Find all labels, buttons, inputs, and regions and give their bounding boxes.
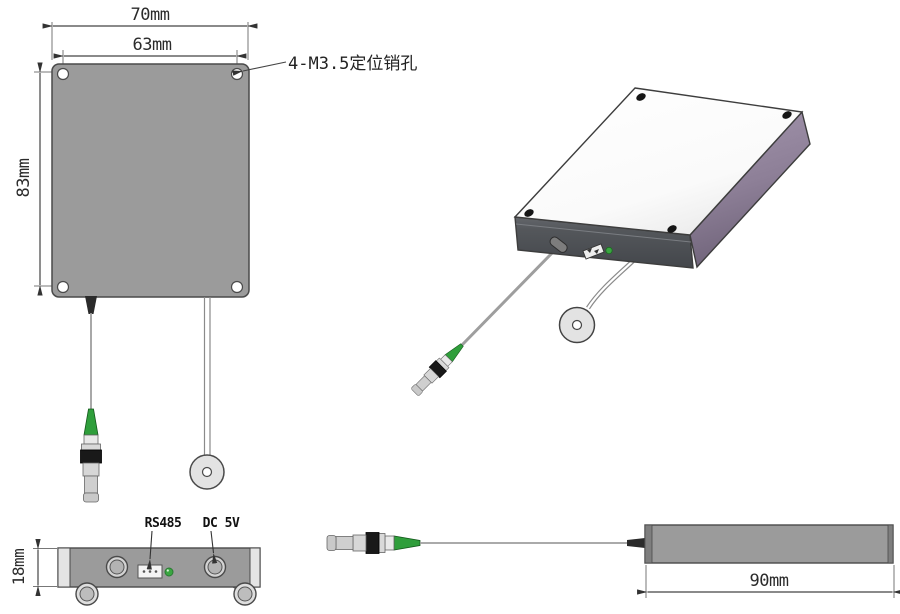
- fiber-exit-plug: [549, 236, 568, 253]
- rs485-connector-3d: [582, 243, 605, 260]
- screw-hole-3d: [636, 93, 646, 101]
- rs485-pin: [142, 570, 146, 573]
- dim-18mm-label: 18mm: [9, 549, 28, 586]
- screw-hole-3d: [782, 111, 792, 119]
- pin-hole-top-right: [230, 67, 244, 81]
- power-led: [164, 567, 174, 577]
- power-led-highlight: [166, 569, 169, 572]
- fc-connector-side: [326, 532, 421, 554]
- side-body-edge-right: [887, 524, 894, 564]
- rs485-leader: [146, 530, 153, 570]
- dc-power-connector-inner: [207, 559, 223, 575]
- panel-end-cap-left: [57, 547, 71, 588]
- panel-connector-left-inner: [109, 559, 125, 575]
- mounting-foot-inner: [237, 586, 253, 602]
- side-body: [644, 524, 894, 564]
- pin-note-leader: [232, 61, 287, 76]
- front-panel-view: 18mm RS485 DC 5V: [9, 516, 261, 606]
- fiber-strain-boot-side: [627, 538, 645, 548]
- rs485-label: RS485: [145, 516, 182, 531]
- screw-hole-3d: [524, 209, 534, 217]
- pin-hole-bottom-left: [56, 280, 70, 294]
- panel-end-cap-right: [249, 547, 261, 588]
- dim-70mm-label: 70mm: [131, 5, 170, 25]
- dim-90mm-label: 90mm: [750, 571, 789, 591]
- sensor-disc-hole: [201, 466, 213, 478]
- fc-connector-3d: [409, 339, 468, 398]
- mounting-foot-inner: [79, 586, 95, 602]
- top-view: 70mm 63mm 83mm 4-M3.5定位销孔: [14, 5, 417, 503]
- dc5v-label: DC 5V: [203, 516, 240, 531]
- fiber-strain-boot: [85, 296, 97, 314]
- rs485-pin: [154, 570, 158, 573]
- box-top-face: [513, 87, 804, 236]
- pin-holes-note: 4-M3.5定位销孔: [288, 54, 417, 74]
- fiber-cable-3d: [460, 249, 556, 347]
- fc-connector-plan: [80, 408, 102, 503]
- dim-83mm-label: 83mm: [14, 158, 34, 197]
- screw-hole-3d: [667, 225, 677, 233]
- isometric-view: [409, 87, 811, 398]
- power-led-3d: [605, 246, 613, 255]
- dim-63mm-label: 63mm: [133, 35, 172, 55]
- lid-edge-line: [515, 223, 692, 243]
- sensor-disc-3d-hole: [571, 319, 583, 331]
- connector-pin-mark: [594, 249, 599, 254]
- pin-hole-top-left: [56, 67, 70, 81]
- mounting-plate: [51, 63, 250, 298]
- connector-pin-mark: [587, 248, 592, 253]
- dc5v-leader: [210, 530, 218, 564]
- rs485-pin: [148, 570, 152, 573]
- side-body-edge-left: [644, 524, 653, 564]
- side-view: 90mm: [326, 524, 900, 598]
- pin-hole-bottom-right: [230, 280, 244, 294]
